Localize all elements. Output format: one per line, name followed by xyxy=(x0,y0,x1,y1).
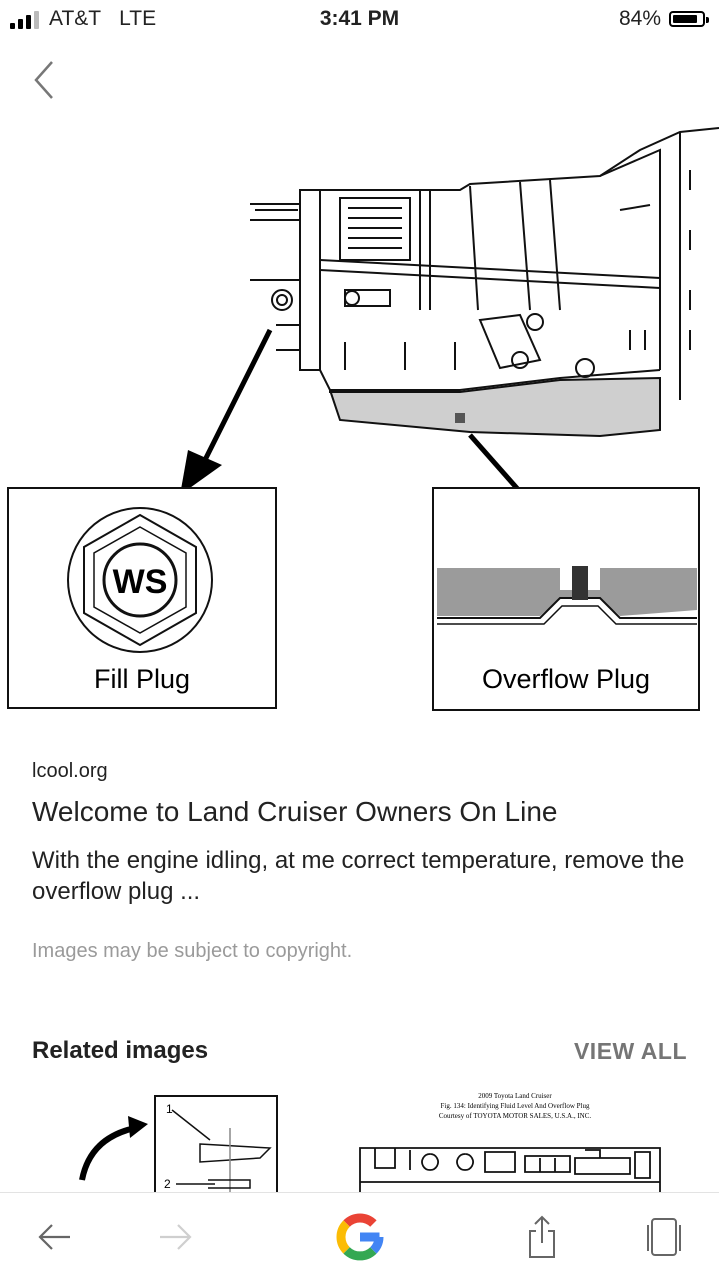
battery-tip xyxy=(706,17,709,23)
battery-icon xyxy=(669,11,709,27)
related-images-strip: 1 2 2009 Toyota Land Cruiser Fig. 134: I… xyxy=(0,1088,719,1192)
signal-icon xyxy=(10,9,39,29)
share-button[interactable] xyxy=(518,1213,566,1261)
result-source[interactable]: lcool.org xyxy=(32,760,108,782)
result-title[interactable]: Welcome to Land Cruiser Owners On Line xyxy=(32,796,558,827)
nav-back-button[interactable] xyxy=(30,1213,78,1261)
view-all-link[interactable]: VIEW ALL xyxy=(573,1038,687,1064)
hero-image[interactable]: WS Fill Plug Overflow Plug xyxy=(0,110,719,720)
tabs-button[interactable] xyxy=(640,1213,688,1261)
plug-mark: WS xyxy=(113,563,168,601)
status-right: 84% xyxy=(618,7,709,31)
fill-plug-label: Fill Plug xyxy=(94,664,190,694)
status-time: 3:41 PM xyxy=(319,7,400,30)
arrow-right-icon xyxy=(160,1224,192,1250)
network-label: LTE xyxy=(119,7,157,30)
arrow-left-icon xyxy=(38,1224,70,1250)
share-icon xyxy=(529,1215,555,1258)
copyright-notice: Images may be subject to copyright. xyxy=(32,940,353,962)
tabs-icon xyxy=(647,1218,681,1256)
status-left: AT&T LTE xyxy=(10,7,156,31)
thumb2-line-2: Fig. 134: Identifying Fluid Level And Ov… xyxy=(441,1102,590,1110)
carrier-label: AT&T xyxy=(49,7,102,30)
back-button[interactable] xyxy=(28,58,68,106)
thumb2-line-1: 2009 Toyota Land Cruiser xyxy=(478,1092,552,1100)
related-thumbnail-2[interactable]: 2009 Toyota Land Cruiser Fig. 134: Ident… xyxy=(330,1088,700,1192)
callout-2: 2 xyxy=(164,1177,171,1191)
status-bar: AT&T LTE 3:41 PM 84% xyxy=(0,0,719,40)
nav-forward-button[interactable] xyxy=(152,1213,200,1261)
bottom-navigation-bar xyxy=(0,1192,719,1280)
battery-percent: 84% xyxy=(618,7,661,30)
google-g-icon xyxy=(336,1213,384,1261)
related-images-heading: Related images xyxy=(32,1037,209,1064)
thumb2-line-3: Courtesy of TOYOTA MOTOR SALES, U.S.A., … xyxy=(439,1112,592,1120)
chevron-left-icon xyxy=(34,61,53,99)
callout-1: 1 xyxy=(166,1102,173,1116)
google-home-button[interactable] xyxy=(330,1207,390,1267)
result-snippet: With the engine idling, at me correct te… xyxy=(32,847,685,905)
related-thumbnail-1[interactable]: 1 2 xyxy=(20,1088,290,1192)
overflow-plug-label: Overflow Plug xyxy=(482,664,650,694)
battery-fill xyxy=(673,15,697,23)
